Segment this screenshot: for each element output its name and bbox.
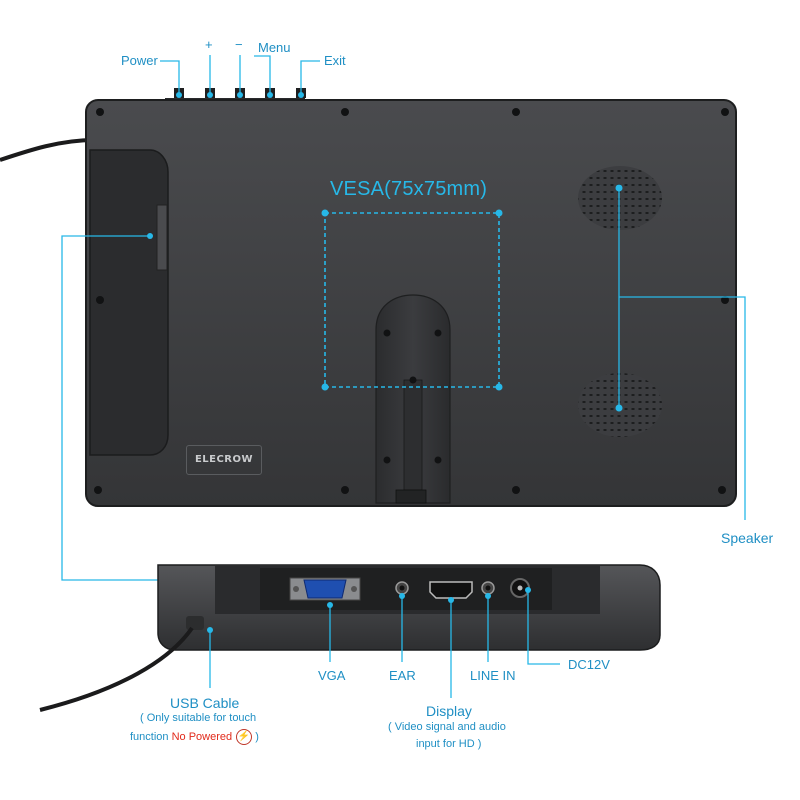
stand-foot — [395, 489, 427, 504]
display-note-1: ( Video signal and audio — [388, 721, 506, 733]
usb-leader — [61, 235, 175, 581]
dc12v-label: DC12V — [568, 657, 610, 672]
vesa-label: VESA(75x75mm) — [330, 178, 488, 200]
display-note-2: input for HD ) — [416, 738, 482, 750]
vesa-outline — [324, 212, 500, 388]
usb-note-2: function No Powered⚡ ) — [130, 729, 259, 745]
screws — [94, 108, 729, 494]
speaker-label: Speaker — [721, 530, 774, 546]
speaker-leader — [618, 188, 746, 520]
line-in-label: LINE IN — [470, 668, 516, 683]
brand-logo: ELECROW — [186, 445, 262, 475]
port-panel — [157, 564, 661, 651]
port-leaders — [209, 590, 560, 698]
vga-port[interactable] — [303, 579, 347, 599]
usb-cable-top — [0, 138, 96, 162]
exit-label: Exit — [324, 53, 346, 68]
no-power-icon: ⚡ — [236, 729, 253, 745]
menu-label: Menu — [258, 40, 291, 55]
power-label: Power — [121, 53, 158, 68]
display-label: Display — [426, 703, 472, 719]
button-leaders — [160, 55, 320, 95]
usb-cable-bottom — [39, 626, 194, 712]
no-powered-warning: No Powered — [171, 730, 233, 743]
plus-label: + — [205, 37, 213, 52]
vga-port-side — [156, 204, 168, 271]
ear-label: EAR — [389, 668, 416, 683]
minus-label: − — [235, 37, 243, 52]
stand-slot — [403, 379, 423, 491]
usb-note-1: ( Only suitable for touch — [140, 712, 257, 724]
hdmi-port[interactable] — [429, 581, 473, 599]
stand-screws — [383, 329, 442, 464]
usb-cable-label: USB Cable — [170, 695, 240, 711]
speaker-grille-top — [578, 166, 662, 230]
vga-label: VGA — [318, 668, 346, 683]
port-bay — [89, 149, 169, 456]
vesa-holes — [321, 209, 503, 391]
